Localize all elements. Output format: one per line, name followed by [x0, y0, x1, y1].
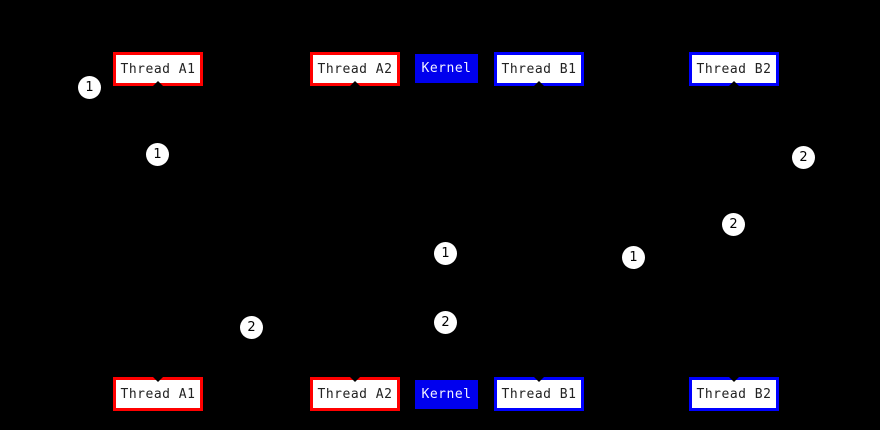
- step-marker: 1: [434, 242, 457, 265]
- entity-label: Thread B1: [501, 61, 577, 77]
- entity-label: Thread B2: [696, 61, 772, 77]
- entity-label: Thread B2: [696, 386, 772, 402]
- entity-box-thread-b1-bottom: Thread B1: [494, 377, 584, 411]
- entity-label: Thread A1: [120, 61, 196, 77]
- lifeline-notch: [350, 81, 360, 86]
- entity-box-thread-a1-top: Thread A1: [113, 52, 203, 86]
- step-marker: 1: [622, 246, 645, 269]
- entity-box-thread-b2-top: Thread B2: [689, 52, 779, 86]
- entity-label: Thread A1: [120, 386, 196, 402]
- lifeline-notch: [153, 81, 163, 86]
- step-marker: 1: [146, 143, 169, 166]
- entity-box-kernel-top: Kernel: [415, 54, 478, 83]
- entity-label: Thread A2: [317, 386, 393, 402]
- lifeline-notch: [153, 377, 163, 382]
- lifeline-notch: [729, 377, 739, 382]
- lifeline-notch: [534, 377, 544, 382]
- entity-box-thread-b2-bottom: Thread B2: [689, 377, 779, 411]
- entity-box-thread-b1-top: Thread B1: [494, 52, 584, 86]
- step-marker: 2: [792, 146, 815, 169]
- entity-label: Thread A2: [317, 61, 393, 77]
- entity-label: Thread B1: [501, 386, 577, 402]
- entity-box-kernel-bottom: Kernel: [415, 380, 478, 409]
- step-marker: 2: [240, 316, 263, 339]
- lifeline-notch: [350, 377, 360, 382]
- entity-label: Kernel: [421, 61, 472, 76]
- step-marker: 1: [78, 76, 101, 99]
- entity-box-thread-a1-bottom: Thread A1: [113, 377, 203, 411]
- entity-label: Kernel: [421, 387, 472, 402]
- step-marker: 2: [434, 311, 457, 334]
- entity-box-thread-a2-top: Thread A2: [310, 52, 400, 86]
- lifeline-notch: [729, 81, 739, 86]
- step-marker: 2: [722, 213, 745, 236]
- entity-box-thread-a2-bottom: Thread A2: [310, 377, 400, 411]
- lifeline-notch: [534, 81, 544, 86]
